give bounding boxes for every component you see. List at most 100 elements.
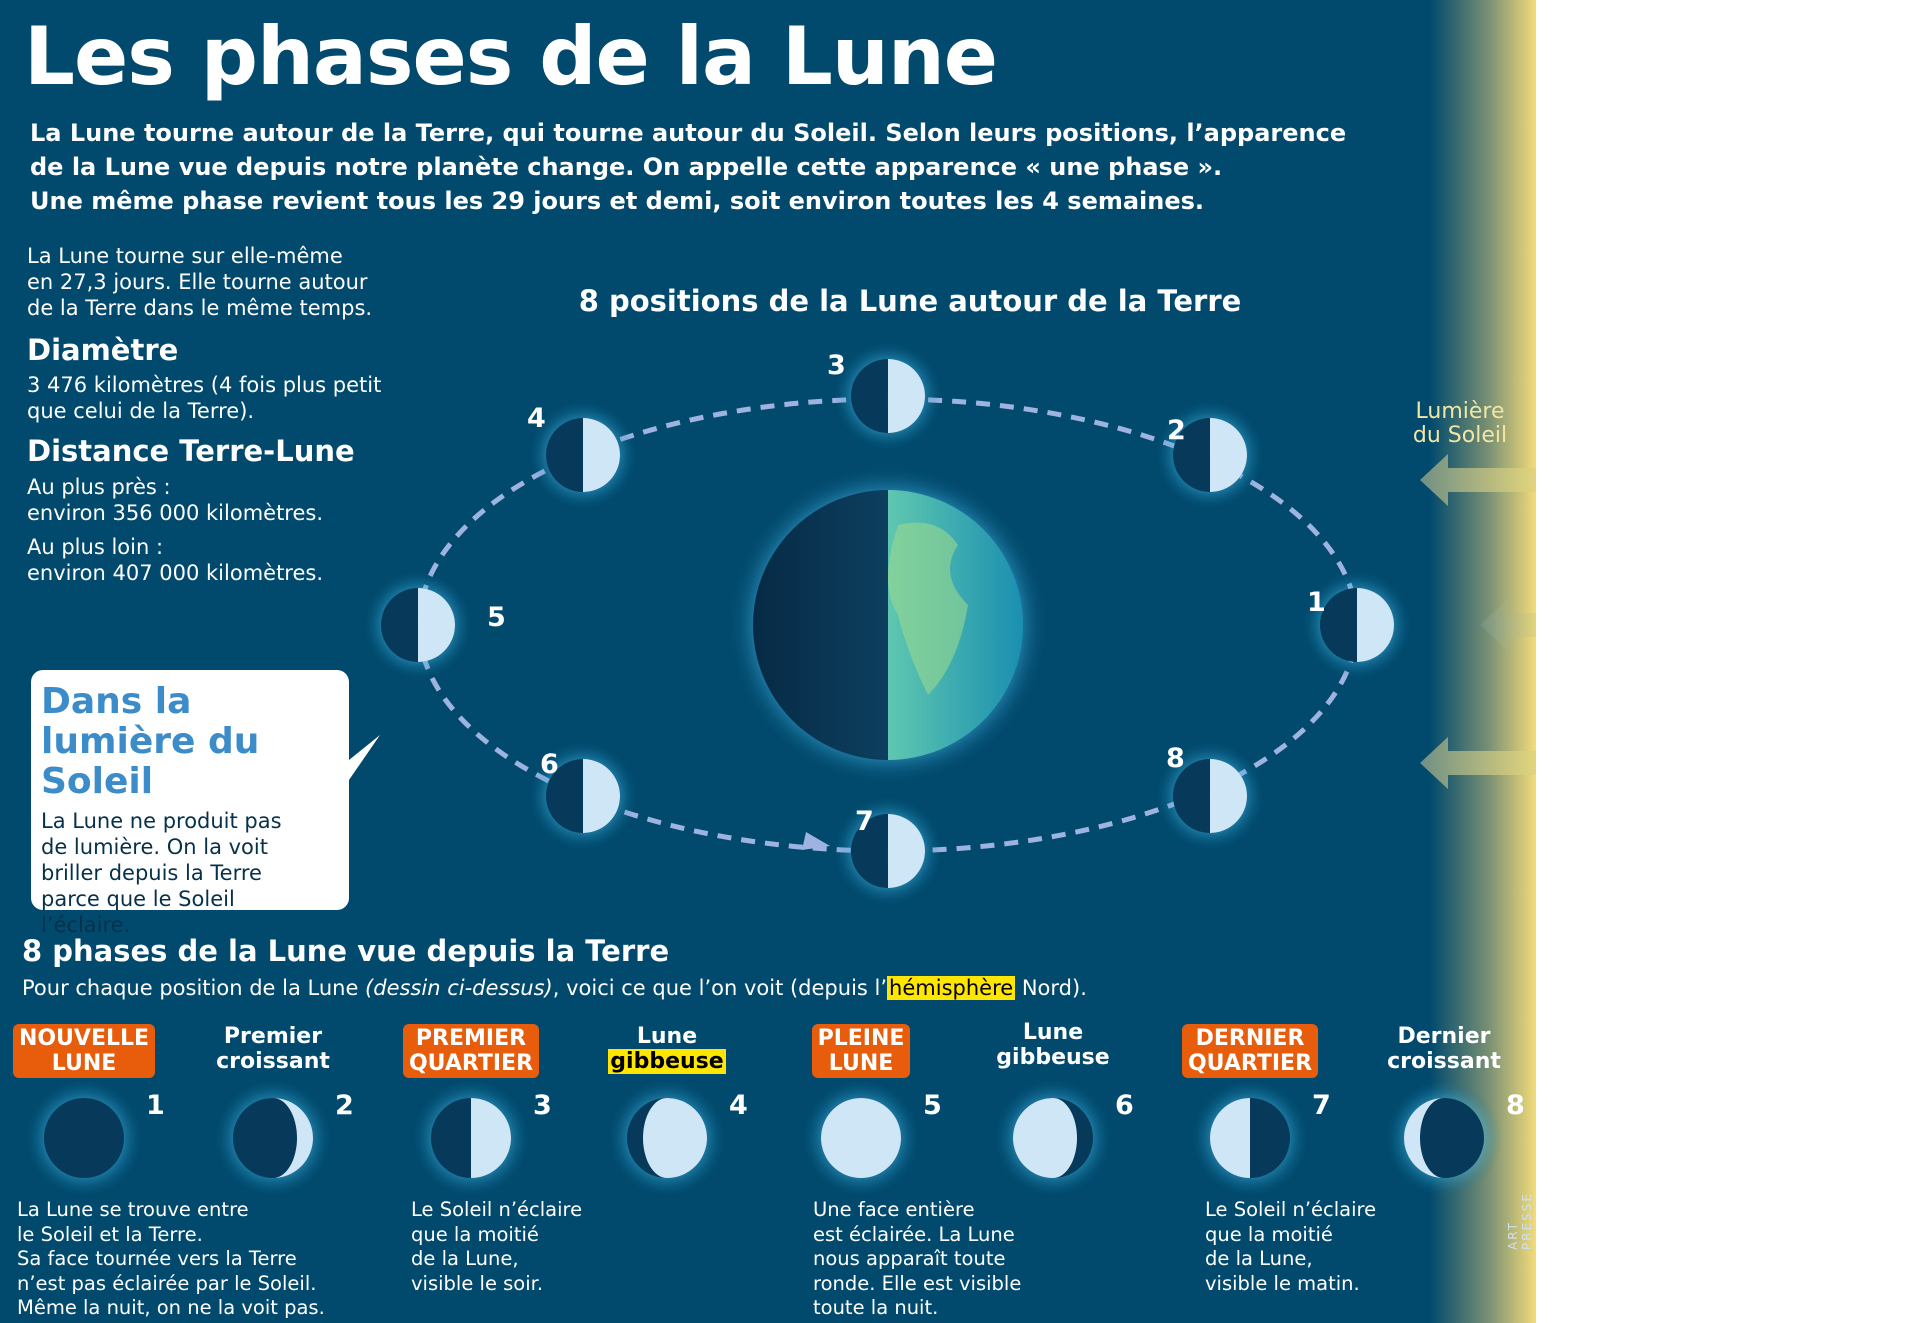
phase-number: 6 — [1115, 1090, 1134, 1121]
text-line: n’est pas éclairée par le Soleil. — [17, 1271, 317, 1295]
moon-lit-part — [582, 418, 620, 492]
orbit-position-number: 3 — [827, 350, 846, 381]
text-line: est éclairée. La Lune — [813, 1222, 1015, 1246]
phase-moon-3 — [413, 1080, 529, 1196]
orbit-moon-8 — [1156, 742, 1264, 850]
orbit-position-number: 7 — [855, 806, 874, 837]
orbit-diagram — [26, 342, 1536, 1196]
text-line: gibbeuse — [608, 1049, 726, 1074]
text-line: briller depuis la Terre — [41, 861, 262, 885]
text: Pour chaque position de la Lune — [22, 976, 366, 1000]
text-line: que celui de la Terre). — [27, 399, 255, 423]
phase-moon-5 — [803, 1080, 919, 1196]
text-line: que la moitié — [411, 1222, 539, 1246]
moon-phase-icon — [233, 1098, 313, 1178]
text-line: QUARTIER — [408, 1051, 534, 1076]
earth-icon — [753, 490, 1023, 760]
intro-line: Une même phase revient tous les 29 jours… — [30, 187, 1205, 215]
text-line: 3 476 kilomètres (4 fois plus petit — [27, 373, 382, 397]
phase-number: 3 — [533, 1090, 552, 1121]
text-line: Une face entière — [813, 1198, 975, 1221]
text-line: Dernier — [1397, 1024, 1491, 1049]
sunlight-arrow-icon — [1420, 454, 1536, 506]
phase-moon-8 — [1386, 1080, 1502, 1196]
orbit-position-number: 5 — [487, 602, 506, 633]
text-line: gibbeuse — [996, 1045, 1110, 1070]
text-line: visible le soir. — [411, 1271, 544, 1295]
text-line: du Soleil — [1412, 423, 1508, 448]
text-line: le Soleil et la Terre. — [17, 1222, 203, 1246]
orbit-moon-4 — [529, 401, 637, 509]
orbit-moon-2 — [1156, 401, 1264, 509]
text-line: DERNIER — [1195, 1026, 1305, 1051]
moon-lit-part — [1210, 1098, 1251, 1178]
moon-lit-part — [1209, 759, 1247, 833]
text-line: NOUVELLE — [18, 1026, 150, 1051]
text-line: toute la nuit. — [813, 1296, 939, 1319]
moon-lit-part — [470, 1098, 511, 1178]
distance-near: Au plus près : environ 356 000 kilomètre… — [27, 474, 323, 526]
text-line: La Lune ne produit pas — [41, 809, 282, 833]
text-line: parce que le Soleil — [41, 887, 235, 911]
text-line: visible le matin. — [1205, 1271, 1360, 1295]
phase-number: 4 — [729, 1090, 748, 1121]
moon-lit-part — [1356, 588, 1394, 662]
orbit-moon-3 — [834, 342, 942, 450]
text-line: LUNE — [828, 1051, 894, 1076]
orbit-position-number: 4 — [527, 403, 546, 434]
phases-title: 8 phases de la Lune vue depuis la Terre — [22, 934, 670, 968]
page-title: Les phases de la Lune — [24, 10, 998, 103]
infographic: Les phases de la Lune La Lune tourne aut… — [0, 0, 1536, 1323]
text-line: Lune — [636, 1024, 698, 1049]
text-line: environ 407 000 kilomètres. — [27, 561, 324, 585]
text-line: croissant — [1387, 1049, 1501, 1074]
moon-phase-icon — [44, 1098, 124, 1178]
text-line: La Lune se trouve entre — [17, 1198, 249, 1221]
text-line: Sa face tournée vers la Terre — [17, 1247, 297, 1270]
intro-text: La Lune tourne autour de la Terre, qui t… — [30, 116, 1346, 218]
orbit-position-number: 6 — [540, 749, 559, 780]
diameter-heading: Diamètre — [27, 333, 179, 367]
phase-number: 2 — [335, 1090, 354, 1121]
diameter-text: 3 476 kilomètres (4 fois plus petit que … — [27, 372, 381, 424]
orbit-moon-6 — [529, 742, 637, 850]
text-line: PLEINE — [817, 1026, 905, 1051]
orbit-position-number: 1 — [1307, 587, 1326, 618]
text-line: environ 356 000 kilomètres. — [27, 501, 324, 525]
text-line: de la Lune, — [1205, 1247, 1313, 1270]
text-line: PREMIER — [415, 1026, 527, 1051]
text-line: croissant — [216, 1049, 330, 1074]
phase-moon-6 — [995, 1080, 1111, 1196]
phase-moon-4 — [609, 1080, 725, 1196]
phase-number: 1 — [146, 1090, 165, 1121]
moon-lit-part — [417, 588, 455, 662]
text-line: Au plus loin : — [27, 535, 164, 559]
text-line: de la Terre dans le même temps. — [27, 296, 373, 320]
rotation-text: La Lune tourne sur elle-même en 27,3 jou… — [27, 243, 372, 321]
sunlight-arrow-icon — [1480, 599, 1536, 651]
text-line: ronde. Elle est visible — [813, 1271, 1022, 1295]
phase-number: 8 — [1506, 1090, 1525, 1121]
moon-lit-part — [887, 814, 925, 888]
moon-lit-part — [1209, 418, 1247, 492]
moon-lit-part — [887, 359, 925, 433]
highlighted-word: hémisphère — [887, 976, 1016, 1000]
text-line: de la Lune, — [411, 1247, 519, 1270]
callout-box: Dans la lumière du Soleil La Lune ne pro… — [31, 670, 349, 937]
text-line: nous apparaît toute — [813, 1247, 1006, 1270]
moon-lit-part — [582, 759, 620, 833]
text-line: Premier — [223, 1024, 323, 1049]
moon-lit-part — [643, 1098, 707, 1178]
